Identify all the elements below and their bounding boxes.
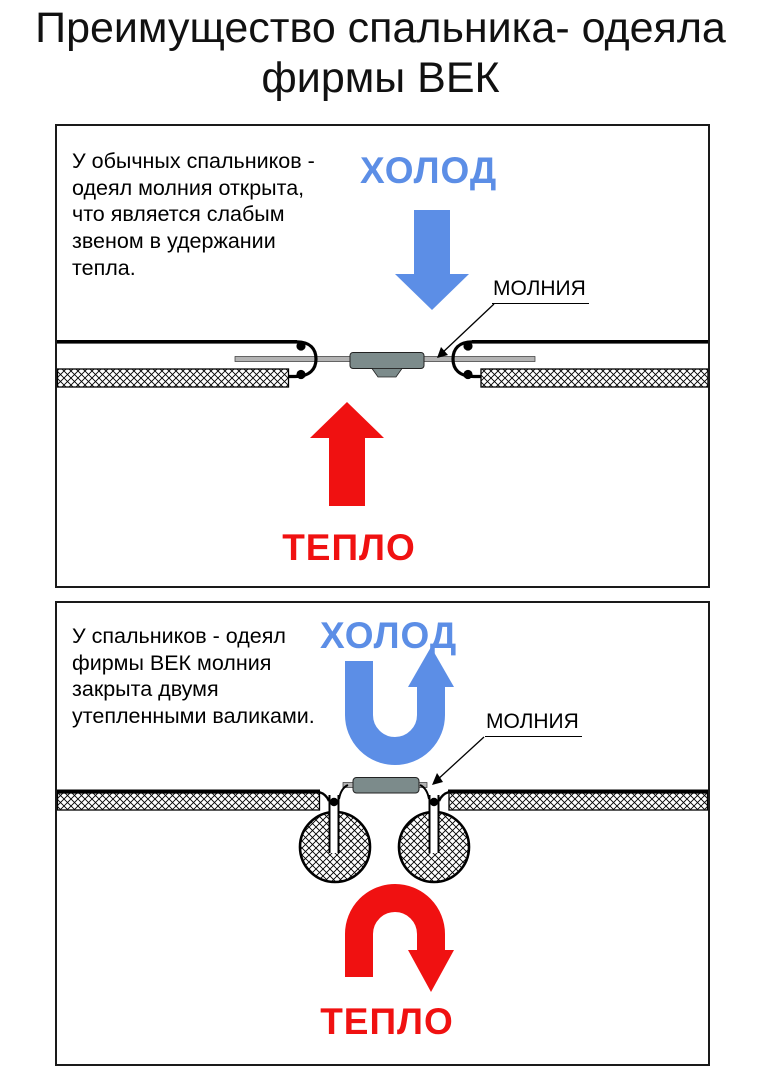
insulation-left <box>57 792 321 811</box>
panel-vek-sleeping-bag: У спальников - одеял фирмы ВЕК молния за… <box>55 601 710 1066</box>
panel1-diagram <box>57 210 708 506</box>
insulation-right <box>448 792 708 811</box>
insulation-right <box>480 368 708 388</box>
zipper-label: МОЛНИЯ <box>492 277 589 304</box>
insulation-left <box>57 368 290 388</box>
zipper-pointer-line <box>437 303 495 358</box>
cold-arrow-icon <box>395 210 469 310</box>
fabric-left <box>57 789 321 811</box>
heat-label: ТЕПЛО <box>282 527 416 568</box>
panel2-diagram <box>57 647 708 992</box>
heat-label: ТЕПЛО <box>320 1001 454 1042</box>
zipper-pointer-line <box>432 736 485 785</box>
fabric-left <box>57 340 318 388</box>
panel1-description: У обычных спальников - одеял молния откр… <box>72 149 315 280</box>
page-title: Преимущество спальника- одеяла фирмы ВЕК <box>35 4 726 102</box>
zipper-slider <box>352 777 420 794</box>
cold-return-arrow-icon <box>345 647 454 765</box>
panel-regular-sleeping-bag: У обычных спальников - одеял молния откр… <box>55 124 710 588</box>
panel2-description: У спальников - одеял фирмы ВЕК молния за… <box>72 624 315 728</box>
cold-label: ХОЛОД <box>360 150 498 191</box>
fabric-right <box>448 789 708 811</box>
heat-arrow-icon <box>310 402 384 506</box>
fold-channel-right <box>428 795 440 853</box>
fold-channel-left <box>328 795 340 853</box>
cold-label: ХОЛОД <box>320 615 458 656</box>
zipper-slider <box>349 352 425 378</box>
fabric-right <box>451 340 708 388</box>
heat-return-arrow-icon <box>345 884 454 992</box>
fold-lines <box>318 784 450 807</box>
zipper-label: МОЛНИЯ <box>485 710 582 737</box>
